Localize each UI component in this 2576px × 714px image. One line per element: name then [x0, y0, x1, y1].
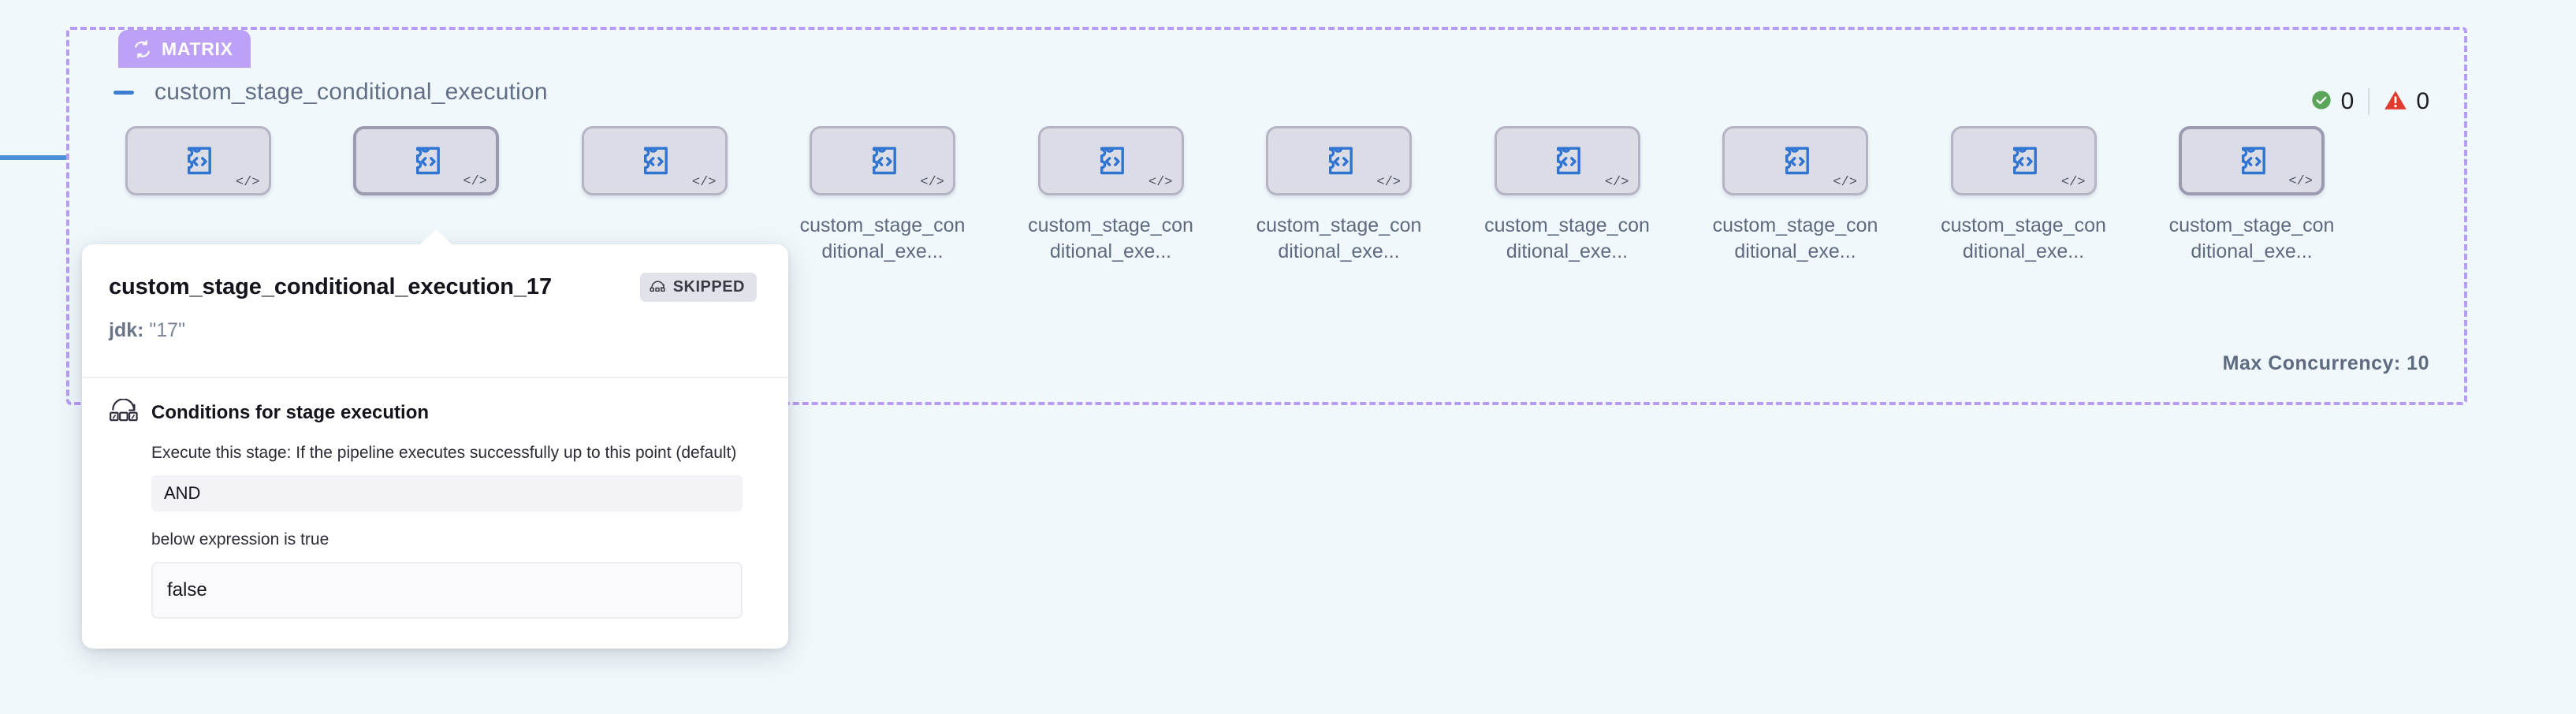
success-count: 0	[2340, 88, 2355, 114]
matrix-node[interactable]: </>	[556, 126, 753, 213]
matrix-node-box[interactable]: </>	[2179, 126, 2325, 195]
code-icon: </>	[1148, 175, 1173, 190]
minus-icon[interactable]	[110, 79, 137, 106]
matrix-node[interactable]: </> custom_stage_conditional_exe...	[2153, 126, 2351, 265]
status-badge: SKIPPED	[639, 273, 757, 302]
matrix-badge-label: MATRIX	[162, 38, 233, 59]
matrix-parameter-value: "17"	[149, 319, 185, 341]
matrix-parameter-key: jdk:	[109, 319, 144, 341]
matrix-node-box[interactable]: </>	[1950, 126, 2097, 195]
popover-title: custom_stage_conditional_execution_17	[109, 274, 552, 299]
max-concurrency-label: Max Concurrency: 10	[2222, 352, 2429, 374]
custom-stage-code-icon	[1779, 144, 1812, 177]
custom-stage-code-icon	[1323, 144, 1356, 177]
status-badge-label: SKIPPED	[672, 278, 745, 296]
code-icon: </>	[691, 175, 717, 190]
matrix-node-label: custom_stage_conditional_exe...	[799, 214, 966, 262]
code-icon: </>	[2288, 174, 2313, 189]
code-icon: </>	[463, 174, 487, 189]
matrix-node[interactable]: </> custom_stage_conditional_exe...	[784, 126, 981, 265]
code-icon: </>	[2060, 175, 2086, 190]
group-header: custom_stage_conditional_execution	[110, 79, 548, 106]
popover-header: custom_stage_conditional_execution_17 SK…	[82, 244, 788, 366]
matrix-node-box[interactable]: </>	[1037, 126, 1184, 195]
conditions-description: Execute this stage: If the pipeline exec…	[151, 444, 737, 462]
matrix-node[interactable]: </>	[99, 126, 296, 213]
matrix-node-label: custom_stage_conditional_exe...	[1484, 214, 1650, 262]
code-icon: </>	[1833, 175, 1857, 190]
matrix-node[interactable]: </> custom_stage_conditional_exe...	[1469, 126, 1666, 265]
matrix-node-box[interactable]: </>	[1722, 126, 1868, 195]
custom-stage-code-icon	[1550, 144, 1584, 177]
matrix-node-label: custom_stage_conditional_exe...	[1028, 214, 1193, 262]
conditions-expression-label: below expression is true	[151, 530, 329, 549]
success-counter: 0	[2310, 88, 2355, 115]
code-icon: </>	[920, 175, 944, 190]
matrix-node-box[interactable]: </>	[125, 126, 271, 195]
popover-divider	[82, 377, 788, 378]
warning-triangle-icon	[2384, 89, 2407, 115]
check-circle-icon	[2310, 89, 2332, 115]
matrix-node-label: custom_stage_conditional_exe...	[1712, 214, 1878, 262]
matrix-badge: MATRIX	[118, 30, 251, 68]
matrix-node-label: custom_stage_conditional_exe...	[1941, 214, 2106, 262]
group-title: custom_stage_conditional_execution	[154, 79, 548, 105]
matrix-node[interactable]: </>	[328, 126, 525, 213]
conditions-header: Conditions for stage execution	[109, 398, 750, 426]
matrix-node[interactable]: </> custom_stage_conditional_exe...	[1241, 126, 1438, 265]
code-icon: </>	[1376, 175, 1401, 190]
conditions-operator-field: AND	[151, 475, 743, 512]
custom-stage-code-icon	[2235, 144, 2269, 177]
matrix-node-box[interactable]: </>	[353, 126, 499, 195]
conditions-expression-input[interactable]: false	[151, 562, 743, 619]
loop-icon	[132, 39, 152, 59]
custom-stage-code-icon	[181, 144, 214, 177]
matrix-node-row: </> </> </> </> custom_stage_conditional_exe…	[69, 126, 2464, 378]
popover-arrow	[419, 229, 452, 245]
skip-arc-icon	[650, 278, 666, 296]
incoming-connector-line	[0, 155, 68, 160]
matrix-node-box[interactable]: </>	[581, 126, 728, 195]
matrix-node[interactable]: </> custom_stage_conditional_exe...	[1012, 126, 1209, 265]
code-icon: </>	[235, 175, 260, 190]
matrix-node-label: custom_stage_conditional_exe...	[2168, 214, 2335, 262]
matrix-node[interactable]: </> custom_stage_conditional_exe...	[1925, 126, 2122, 265]
matrix-node-box[interactable]: </>	[810, 126, 955, 195]
counter-divider	[2368, 88, 2370, 115]
conditions-title: Conditions for stage execution	[151, 401, 430, 423]
popover-body: Conditions for stage execution Execute t…	[82, 378, 788, 649]
custom-stage-code-icon	[638, 144, 671, 177]
matrix-node-box[interactable]: </>	[1266, 126, 1412, 195]
warning-counter: 0	[2384, 89, 2429, 115]
custom-stage-code-icon	[866, 144, 899, 177]
custom-stage-code-icon	[410, 144, 443, 177]
matrix-parameter: jdk: "17"	[109, 319, 757, 342]
warning-count: 0	[2416, 88, 2429, 114]
matrix-node-label: custom_stage_conditional_exe...	[1256, 214, 1422, 262]
status-counters: 0 0	[2310, 88, 2429, 115]
custom-stage-code-icon	[2007, 144, 2040, 177]
custom-stage-code-icon	[1094, 144, 1127, 177]
matrix-node-box[interactable]: </>	[1494, 126, 1640, 195]
matrix-node[interactable]: </> custom_stage_conditional_exe...	[1697, 126, 1894, 265]
stage-detail-popover: custom_stage_conditional_execution_17 SK…	[82, 229, 788, 649]
code-icon: </>	[1604, 175, 1629, 190]
skip-conditions-icon	[109, 398, 139, 426]
